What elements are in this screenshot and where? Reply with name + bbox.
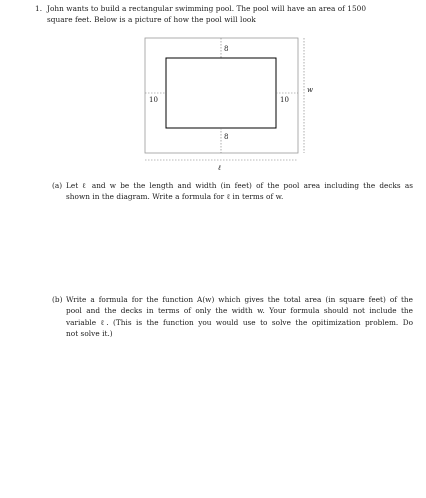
length-variable-label: ℓ	[217, 164, 222, 172]
width-variable-label: w	[306, 86, 314, 94]
part-b-line-1: Write a formula for the function A(w) wh…	[66, 295, 413, 304]
problem-intro-line-2: square feet. Below is a picture of how t…	[47, 15, 256, 24]
problem-intro-line-1: John wants to build a rectangular swimmi…	[47, 4, 367, 13]
pool-diagram	[144, 37, 305, 161]
pool-rectangle	[165, 57, 277, 129]
part-b-line-4: not solve it.)	[66, 329, 113, 338]
bottom-deck-label: 8	[223, 133, 230, 141]
part-a-line-2: shown in the diagram. Write a formula fo…	[66, 192, 284, 201]
problem-number: 1.	[35, 4, 43, 13]
left-deck-label: 10	[148, 96, 159, 104]
part-a-line-1: Let ℓ and w be the length and width (in …	[66, 181, 413, 190]
deck-outline	[144, 37, 299, 154]
right-deck-label: 10	[279, 96, 290, 104]
part-a-label: (a)	[52, 181, 63, 190]
top-deck-label: 8	[223, 45, 230, 53]
part-b-line-3: variable ℓ. (This is the function you wo…	[66, 318, 413, 327]
part-b-line-2: pool and the decks in terms of only the …	[66, 306, 413, 315]
part-b-label: (b)	[52, 295, 63, 304]
